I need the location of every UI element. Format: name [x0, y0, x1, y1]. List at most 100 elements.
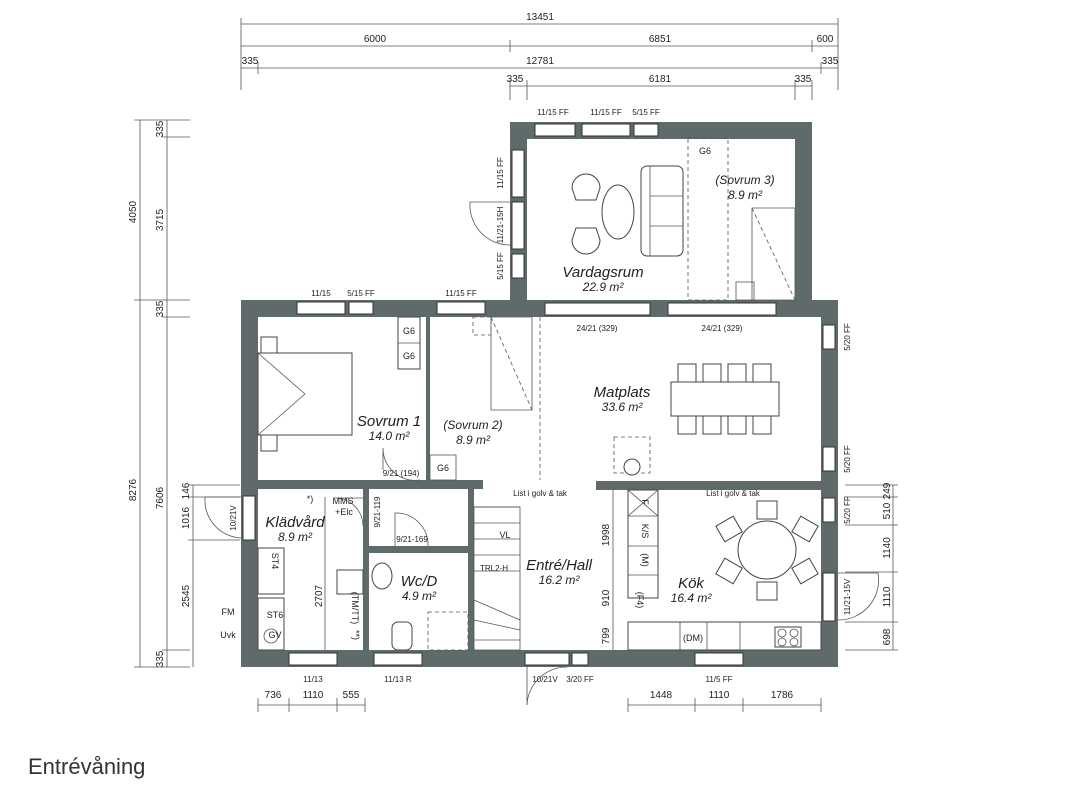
- label-g6-upper: G6: [699, 146, 711, 156]
- dim-600: 600: [817, 34, 834, 45]
- label-mms: MMS: [333, 496, 354, 506]
- label-mid-1: 11/15: [311, 289, 331, 298]
- label-trl: TRL2-H: [480, 564, 508, 573]
- dim-12781: 12781: [526, 56, 554, 67]
- label-bottom-2: 11/13 R: [384, 675, 412, 684]
- bedroom-2-furniture: [429, 316, 541, 481]
- room-area-sovrum2: 8.9 m²: [456, 433, 491, 447]
- top-dimensions: 13451 6000 6851 600 335 12781 335 335 61…: [240, 12, 839, 100]
- label-g6-bed2: G6: [437, 463, 449, 473]
- label-left-entry: 10/21V: [229, 505, 238, 531]
- label-f4: (F4): [635, 592, 645, 609]
- label-top-ff3: 5/15 FF: [632, 108, 660, 117]
- dim-1998: 1998: [601, 523, 612, 546]
- room-area-matplats: 33.6 m²: [602, 400, 644, 414]
- label-top-ff2: 11/15 FF: [590, 108, 622, 117]
- dim-146: 146: [181, 482, 192, 499]
- room-area-sovrum3: 8.9 m²: [728, 188, 763, 202]
- room-area-wcd: 4.9 m²: [402, 589, 437, 603]
- label-gv: GV: [268, 630, 281, 640]
- label-door-mms: 9/21-119: [373, 496, 382, 528]
- label-st6: ST6: [267, 610, 284, 620]
- label-f: F: [640, 499, 650, 505]
- label-star: *): [307, 494, 314, 504]
- dim-335-right: 335: [822, 56, 839, 67]
- label-fm: FM: [222, 607, 235, 617]
- label-left-v1: 11/15 FF: [496, 157, 505, 189]
- room-name-matplats: Matplats: [594, 384, 651, 401]
- label-list-2: List i golv & tak: [706, 489, 761, 498]
- label-top-ff1: 11/15 FF: [537, 108, 569, 117]
- room-name-wcd: Wc/D: [401, 573, 438, 590]
- dim-6851: 6851: [649, 34, 672, 45]
- room-name-sovrum2: (Sovrum 2): [443, 418, 502, 432]
- dim-736: 736: [265, 690, 282, 701]
- dim-1110: 1110: [882, 586, 893, 607]
- label-left-door: 11/21-15H: [496, 206, 505, 243]
- label-opening-1: 24/21 (329): [577, 324, 618, 333]
- dim-799: 799: [601, 627, 612, 644]
- dim-4050: 4050: [128, 200, 139, 223]
- doors: [204, 201, 879, 706]
- label-m: (M): [640, 553, 650, 567]
- room-area-vardagsrum: 22.9 m²: [582, 280, 625, 294]
- dim-6181: 6181: [649, 74, 672, 85]
- label-st4: ST4: [270, 553, 280, 570]
- label-right-door: 11/21-15V: [843, 578, 852, 615]
- label-right-2: 5/20 FF: [843, 445, 852, 473]
- living-room-furniture: [571, 137, 796, 301]
- label-right-3: 5/20 FF: [843, 496, 852, 524]
- dim-2707: 2707: [314, 584, 325, 607]
- bedroom-1-furniture: [257, 316, 421, 452]
- label-bottom-1: 11/13: [303, 675, 323, 684]
- label-door-sov: 9/21 (194): [383, 469, 420, 478]
- dim-1110-c: 1110: [709, 690, 730, 701]
- left-dimensions: 4050 8276 335 3715 335 7606 335 146 1016…: [128, 119, 326, 668]
- right-dimensions: 249 510 1140 1110 698 1998 910 799: [601, 482, 898, 651]
- utility-furniture: [257, 506, 521, 651]
- label-bottom-3: 3/20 FF: [566, 675, 594, 684]
- dim-335-left: 335: [242, 56, 259, 67]
- dim-335-c: 335: [795, 74, 812, 85]
- room-name-kok: Kök: [678, 575, 705, 592]
- dim-2545: 2545: [181, 584, 192, 607]
- label-g6-bed1a: G6: [403, 326, 415, 336]
- floor-title: Entrévåning: [28, 754, 146, 779]
- dim-1110-b: 1110: [303, 690, 324, 701]
- label-dm: (DM): [683, 633, 703, 643]
- label-starstar: **): [351, 630, 361, 640]
- label-tmtt: (TM/TT): [350, 592, 360, 624]
- dim-335-b: 335: [507, 74, 524, 85]
- dim-3715: 3715: [155, 208, 166, 231]
- kitchen-furniture: [627, 489, 822, 651]
- dim-335-l3: 335: [155, 650, 166, 667]
- room-area-sovrum1: 14.0 m²: [369, 429, 411, 443]
- label-bottom-door: 10/21V: [532, 675, 558, 684]
- room-name-kladvard: Klädvård: [265, 514, 325, 531]
- dim-7606: 7606: [155, 486, 166, 509]
- dim-335-l2: 335: [155, 300, 166, 317]
- dim-698: 698: [882, 628, 893, 645]
- room-name-sovrum3: (Sovrum 3): [715, 173, 774, 187]
- opening-labels: 11/15 FF 11/15 FF 5/15 FF 11/15 FF 11/21…: [229, 108, 852, 684]
- dim-1016: 1016: [181, 506, 192, 529]
- room-area-entre: 16.2 m²: [539, 573, 581, 587]
- label-right-1: 5/20 FF: [843, 323, 852, 351]
- room-name-vardagsrum: Vardagsrum: [562, 264, 643, 281]
- dim-510: 510: [882, 502, 893, 519]
- room-name-entre: Entré/Hall: [526, 557, 593, 574]
- dim-335-l1: 335: [155, 120, 166, 137]
- label-uvk: Uvk: [220, 630, 236, 640]
- dim-total-width: 13451: [526, 12, 554, 23]
- label-ks: K/S: [640, 524, 650, 539]
- bottom-dimensions: 736 1110 555 1448 1110 1786: [257, 690, 822, 712]
- dim-6000: 6000: [364, 34, 387, 45]
- label-mid-2: 5/15 FF: [347, 289, 375, 298]
- fixture-labels: G6 G6 G6 G6 *) MMS +Elc ST4 ST6 FM Uvk G…: [220, 146, 711, 643]
- dim-1786: 1786: [771, 690, 794, 701]
- dim-1140: 1140: [882, 537, 893, 559]
- dim-249: 249: [882, 482, 893, 499]
- label-door-wc: 9/21-169: [396, 535, 428, 544]
- label-vl: VL: [499, 530, 510, 540]
